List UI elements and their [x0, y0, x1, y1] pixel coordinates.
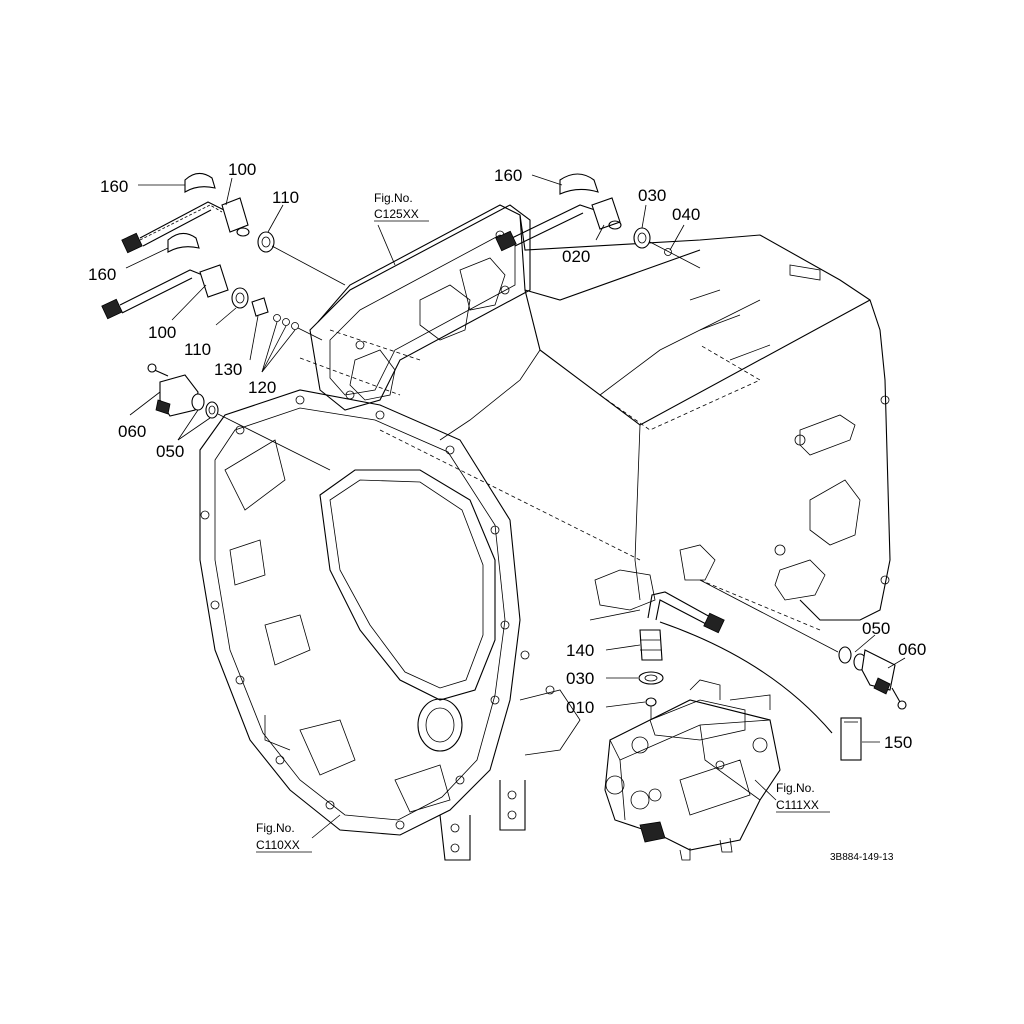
fig-ref-code-c110: C110XX — [256, 838, 300, 852]
fig-ref-code-c125: C125XX — [374, 207, 419, 221]
position-sensor-left — [147, 363, 331, 471]
callout-130: 130 — [214, 360, 242, 379]
callout-110-a: 110 — [272, 188, 299, 207]
callout-120: 120 — [248, 378, 276, 397]
callout-040: 040 — [672, 205, 700, 224]
callout-160-c: 160 — [494, 166, 522, 185]
fig-ref-code-c111: C111XX — [776, 798, 819, 812]
callout-060-b: 060 — [898, 640, 926, 659]
hydraulic-valve-block — [604, 679, 781, 861]
sensor-harness-upper-left — [121, 172, 346, 286]
callout-110-b: 110 — [184, 340, 211, 359]
callout-140: 140 — [566, 641, 594, 660]
callout-050-a: 050 — [156, 442, 184, 461]
callout-060-a: 060 — [118, 422, 146, 441]
sealant-part — [659, 621, 862, 761]
fig-ref-label-c110: Fig.No. — [256, 821, 295, 835]
callout-150: 150 — [884, 733, 912, 752]
callout-030-b: 030 — [566, 669, 594, 688]
fig-ref-label-c125: Fig.No. — [374, 191, 413, 205]
callout-020: 020 — [562, 247, 590, 266]
callout-050-b: 050 — [862, 619, 890, 638]
callout-010: 010 — [566, 698, 594, 717]
leader-lines — [125, 174, 906, 839]
transmission-housing — [199, 204, 891, 861]
sensor-harness-upper-right — [495, 173, 701, 269]
callout-160-a: 160 — [100, 177, 128, 196]
fig-ref-label-c111: Fig.No. — [776, 781, 815, 795]
sensor-harness-lower-left — [101, 232, 323, 341]
callout-160-b: 160 — [88, 265, 116, 284]
callout-100-a: 100 — [228, 160, 256, 179]
position-sensor-right — [699, 579, 907, 710]
drawing-code: 3B884-149-13 — [830, 852, 894, 863]
callout-100-b: 100 — [148, 323, 176, 342]
callout-030-a: 030 — [638, 186, 666, 205]
pressure-sensor-center — [638, 591, 725, 720]
